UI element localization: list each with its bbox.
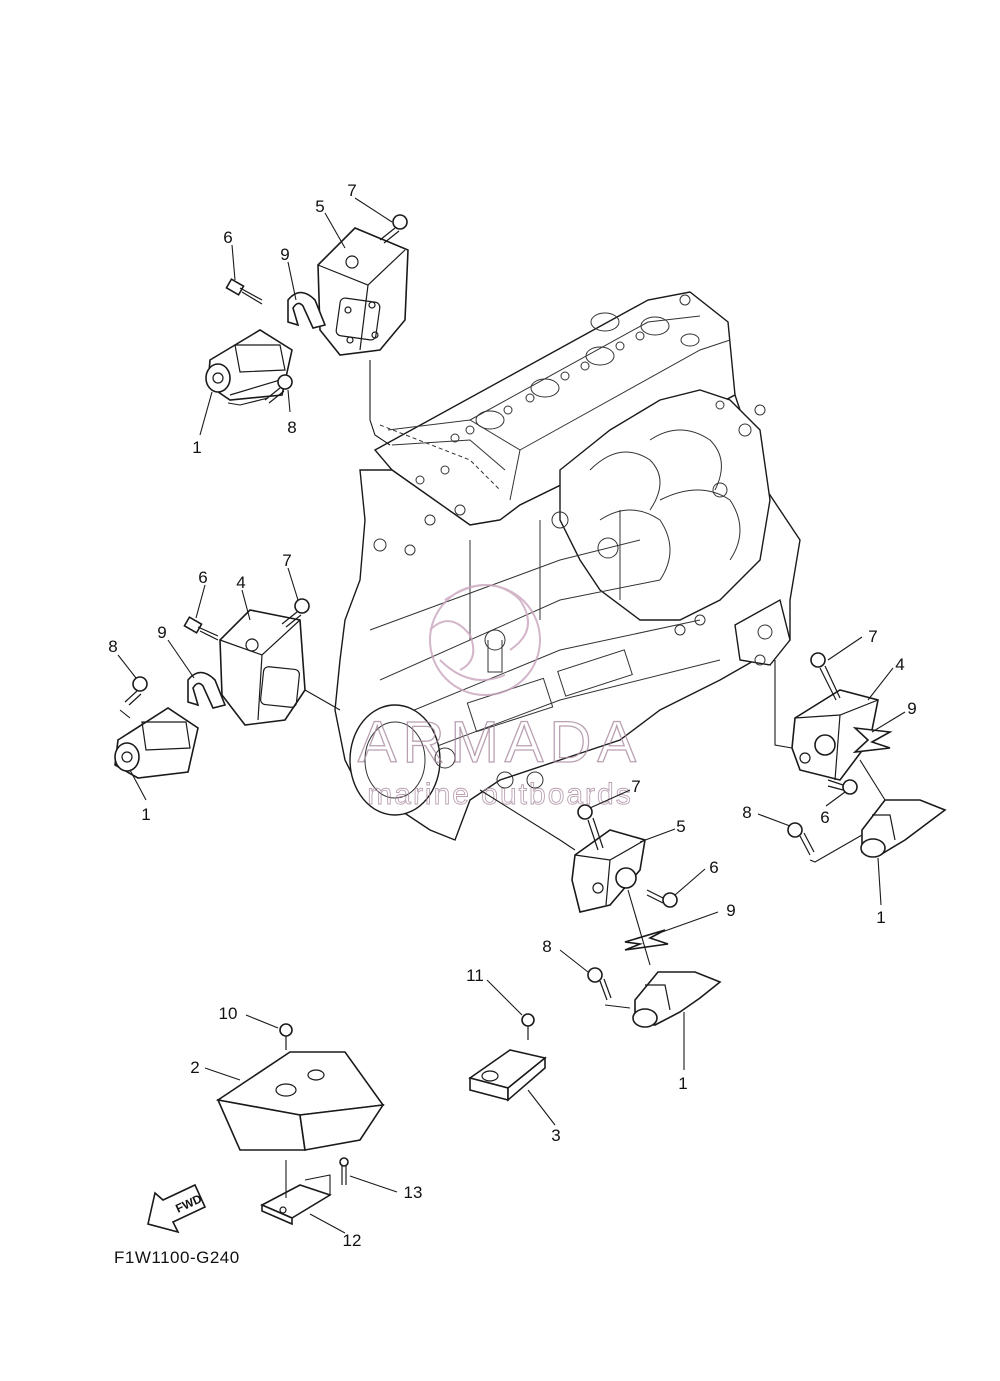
plate-12 bbox=[260, 1184, 332, 1226]
engine-mount-1-right bbox=[860, 799, 947, 858]
engine-mount-1-left bbox=[114, 707, 199, 779]
callout-6-center: 6 bbox=[709, 858, 718, 877]
callout-leaders bbox=[117, 197, 906, 1234]
callout-7-mid-left: 7 bbox=[282, 551, 291, 570]
bolt-8-center bbox=[587, 967, 612, 1001]
watermark-tagline: marine outboards bbox=[367, 778, 632, 811]
bolt-7-right bbox=[810, 652, 841, 701]
bottom-parts-group bbox=[215, 1013, 547, 1226]
bolt-8-right bbox=[787, 822, 815, 856]
callout-5-top: 5 bbox=[315, 197, 324, 216]
callout-8-right: 8 bbox=[742, 803, 751, 822]
mount-bracket-4-left bbox=[219, 609, 306, 726]
callout-10: 10 bbox=[219, 1004, 238, 1023]
clip-9-left bbox=[187, 671, 227, 709]
callout-9-right: 9 bbox=[907, 699, 916, 718]
callout-1-top: 1 bbox=[192, 438, 201, 457]
cover-plate-2 bbox=[215, 1051, 385, 1151]
clip-9-center bbox=[624, 929, 669, 951]
callout-5-center: 5 bbox=[676, 817, 685, 836]
callout-6-right: 6 bbox=[820, 808, 829, 827]
callout-8-top: 8 bbox=[287, 418, 296, 437]
engine-mount-1-top bbox=[205, 329, 293, 401]
mount-bracket-5-center bbox=[571, 829, 646, 913]
clip-9-top bbox=[287, 291, 327, 329]
bolt-6-top bbox=[225, 278, 263, 305]
callout-1-right: 1 bbox=[876, 908, 885, 927]
bolt-6-center bbox=[646, 889, 678, 908]
callout-2: 2 bbox=[190, 1058, 199, 1077]
bolt-6-left bbox=[183, 616, 219, 641]
callout-12: 12 bbox=[343, 1231, 362, 1250]
bracket-3 bbox=[468, 1049, 547, 1102]
callout-9-mid-left: 9 bbox=[157, 623, 166, 642]
mid-left-mount-group bbox=[114, 598, 341, 779]
callout-8-center: 8 bbox=[542, 937, 551, 956]
engine-block bbox=[334, 291, 801, 841]
callout-9-center: 9 bbox=[726, 901, 735, 920]
bolt-7-top bbox=[379, 214, 408, 244]
watermark-brand: ARMADA bbox=[358, 710, 642, 775]
callout-3: 3 bbox=[551, 1126, 560, 1145]
callout-11: 11 bbox=[466, 966, 484, 985]
callout-9-top: 9 bbox=[280, 245, 289, 264]
center-mount-group bbox=[479, 789, 722, 1028]
callout-6-mid-left: 6 bbox=[198, 568, 207, 587]
bolt-6-right bbox=[827, 779, 858, 795]
callout-13: 13 bbox=[404, 1183, 423, 1202]
callout-7-top: 7 bbox=[347, 181, 356, 200]
callout-4-mid-left: 4 bbox=[236, 573, 245, 592]
bolt-7-center bbox=[577, 804, 604, 851]
fwd-arrow-icon: FWD bbox=[147, 1183, 207, 1234]
watermark-logo-icon bbox=[429, 584, 541, 696]
callout-1-mid-left: 1 bbox=[141, 805, 150, 824]
callout-labels: 7 5 6 9 8 1 6 4 7 8 9 1 7 4 9 6 8 1 7 5 … bbox=[108, 181, 916, 1250]
bolt-8-left bbox=[124, 676, 148, 706]
engine-mount-1-center bbox=[632, 971, 722, 1028]
bolt-10 bbox=[279, 1023, 293, 1050]
bolt-7-left bbox=[281, 598, 310, 628]
clip-9-right bbox=[852, 726, 893, 754]
top-left-mount-group bbox=[205, 214, 409, 446]
bolt-11 bbox=[521, 1013, 535, 1040]
callout-6-top: 6 bbox=[223, 228, 232, 247]
diagram-code: F1W1100-G240 bbox=[114, 1248, 240, 1267]
rivet-13 bbox=[339, 1157, 349, 1185]
callout-7-center: 7 bbox=[631, 777, 640, 796]
callout-8-mid-left: 8 bbox=[108, 637, 117, 656]
mount-bracket-4-right bbox=[791, 689, 879, 781]
callout-1-center: 1 bbox=[678, 1074, 687, 1093]
callout-4-right: 4 bbox=[895, 655, 904, 674]
callout-7-right: 7 bbox=[868, 627, 877, 646]
right-mount-group bbox=[774, 652, 947, 863]
mount-bracket-5-top bbox=[317, 227, 409, 356]
